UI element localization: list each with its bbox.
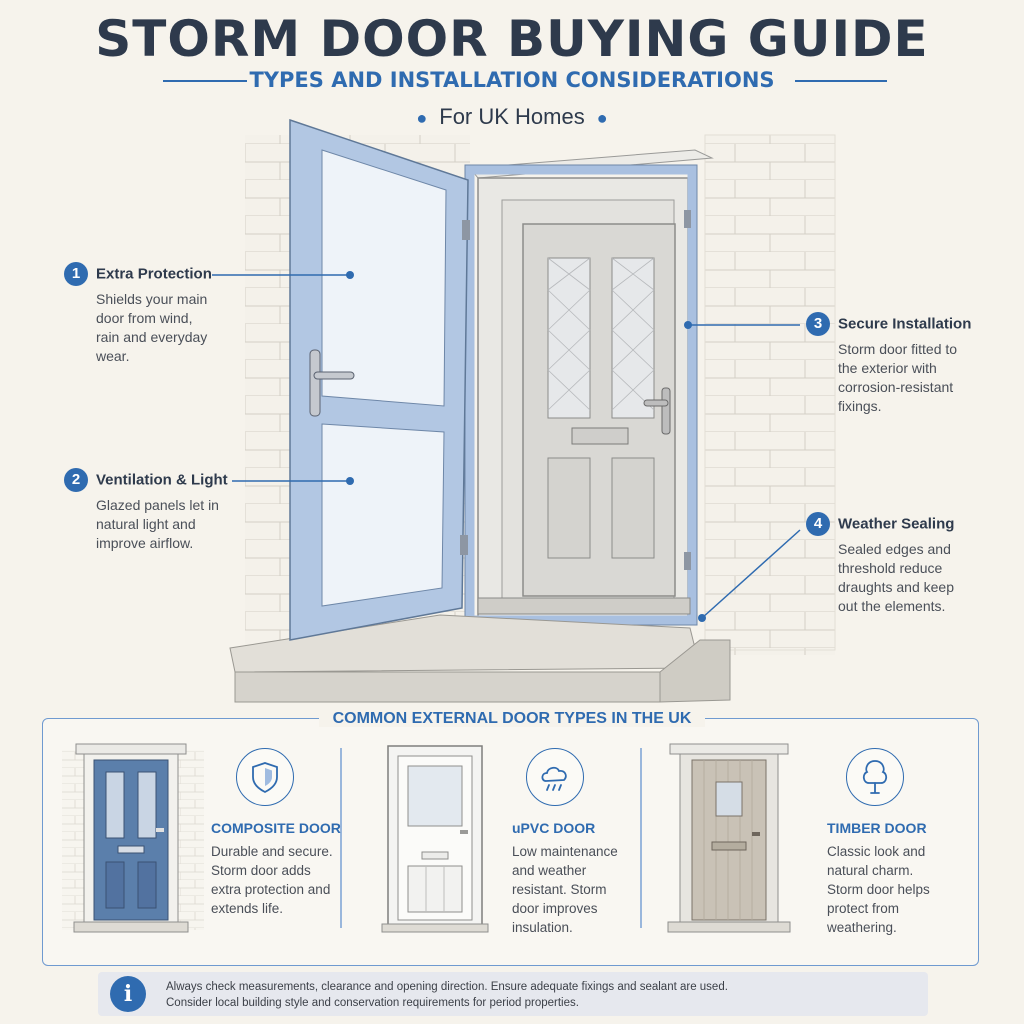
hinge-bottom [460,535,468,555]
shield-icon [252,762,278,794]
storm-door-lower-glass [321,423,445,607]
leader-dot-2 [346,477,354,485]
subtitle-rule-left [163,80,247,82]
door-types-heading-text: COMMON EXTERNAL DOOR TYPES IN THE UK [318,710,706,727]
door-types-heading: COMMON EXTERNAL DOOR TYPES IN THE UK [0,710,1024,728]
upvc-door-description: Low maintenance and weather resistant. S… [512,844,618,935]
divider [640,748,642,928]
door-lower-panel-left [547,457,591,559]
porch-step-side [659,639,731,703]
main-door-handle-plate [661,387,671,435]
tree-icon [862,760,888,794]
callout-title: Extra Protection [96,265,212,283]
door-glass-panel-left [547,257,591,419]
callout-extra-protection: 1 Extra Protection Shields your main door… [64,262,254,366]
leader-dot-3 [684,321,692,329]
callout-body: Glazed panels let in natural light and i… [96,497,219,551]
tree-icon-circle [846,748,904,806]
callout-body: Shields your main door from wind, rain a… [96,291,208,364]
timber-door-name: TIMBER DOOR [827,820,927,836]
door-glass-panel-right [611,257,655,419]
porch-step-front [234,671,661,703]
rain-cloud-icon [541,766,567,791]
callout-body: Sealed edges and threshold reduce draugh… [838,541,954,614]
leaded-glass-pattern [547,257,591,411]
leader-dot-1 [346,271,354,279]
info-icon: i [110,976,146,1012]
main-door-handle [643,399,669,407]
storm-door-fixed-frame [465,165,697,625]
page-title: STORM DOOR BUYING GUIDE [95,10,929,68]
letterbox [571,427,629,445]
timber-door-description: Classic look and natural charm. Storm do… [827,844,930,935]
tagline-text: For UK Homes [439,104,585,129]
callout-number-badge: 4 [806,512,830,536]
storm-door-upper-glass [321,149,447,407]
bullet-dot-icon: ● [596,108,608,128]
tagline: ● For UK Homes ● [0,104,1024,130]
info-bar [98,972,928,1016]
rain-cloud-icon-circle [526,748,584,806]
page-subtitle: TYPES AND INSTALLATION CONSIDERATIONS [249,68,775,92]
upvc-door-name: uPVC DOOR [512,820,596,836]
info-text-line-2: Consider local building style and conser… [166,997,579,1009]
callout-title: Weather Sealing [838,515,955,533]
hinge-top [462,220,470,240]
brick-wall-fade [704,134,836,651]
callout-body: Storm door fitted to the exterior with c… [838,341,958,414]
callout-number-badge: 1 [64,262,88,286]
callout-number-badge: 3 [806,312,830,336]
shield-icon-circle [236,748,294,806]
subtitle-rule-right [795,80,887,82]
door-lower-panel-right [611,457,655,559]
info-text-line-1: Always check measurements, clearance and… [166,981,728,993]
storm-door-handle [313,371,355,380]
callout-ventilation-light: 2 Ventilation & Light Glazed panels let i… [64,468,254,553]
leader-line-4 [701,529,801,619]
divider [340,748,342,928]
callout-weather-sealing: 4 Weather Sealing Sealed edges and thresh… [806,512,1016,616]
hinge-right-bottom [684,552,691,570]
leaded-glass-pattern [611,257,655,411]
composite-door-name: COMPOSITE DOOR [211,820,341,836]
leader-dot-4 [698,614,706,622]
bullet-dot-icon: ● [416,108,428,128]
callout-number-badge: 2 [64,468,88,492]
callout-secure-installation: 3 Secure Installation Storm door fitted t… [806,312,1016,416]
hinge-right-top [684,210,691,228]
callout-title: Secure Installation [838,315,972,333]
callout-title: Ventilation & Light [96,471,228,489]
brick-wall-right [705,135,835,655]
storm-door-handle-plate [309,349,321,417]
door-threshold [477,597,691,615]
composite-door-description: Durable and secure. Storm door adds extr… [211,844,333,916]
